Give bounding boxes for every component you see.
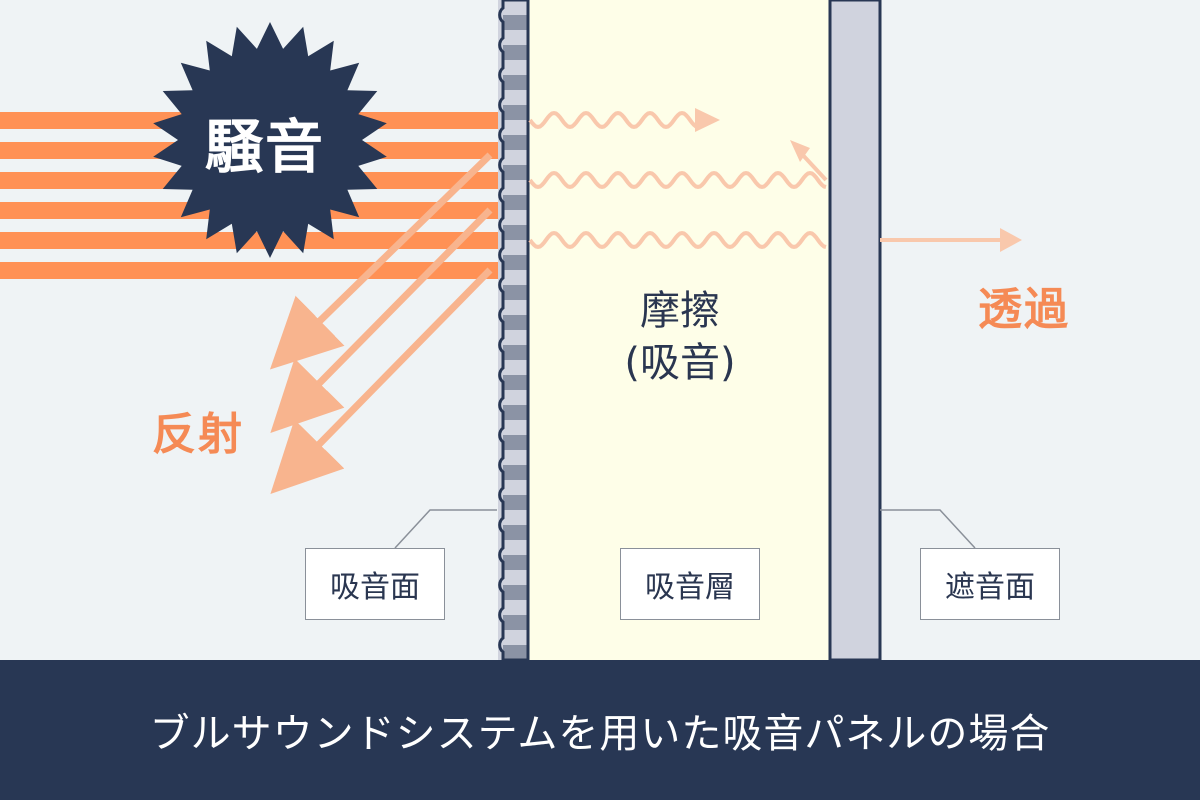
surface-stripe (503, 555, 528, 570)
sound-wave (528, 110, 701, 130)
friction-label: 摩擦 (吸音) (600, 285, 760, 389)
reflection-arrow (270, 267, 493, 494)
surface-stripe (503, 285, 528, 300)
reflection-label: 反射 (152, 409, 244, 460)
footer-caption: ブルサウンドシステムを用いた吸音パネルの場合 (149, 711, 1051, 757)
reflection-arrow (269, 152, 493, 370)
transmission-arrowhead (1000, 228, 1022, 252)
absorbing-layer-label: 吸音層 (620, 548, 760, 620)
surface-stripe (503, 345, 528, 360)
label-leader-lines (394, 509, 976, 549)
wave-arrowhead (695, 108, 720, 132)
leader-absorbing-surface (394, 509, 497, 549)
surface-stripe (503, 195, 528, 210)
surface-ridge-outline (498, 0, 528, 662)
transmission-label: 透過 (978, 284, 1070, 335)
surface-stripe (503, 45, 528, 60)
surface-stripe (503, 315, 528, 330)
friction-label-line2: (吸音) (624, 340, 736, 386)
absorbing-surface-panel (498, 0, 530, 662)
absorbed-sound-waves (528, 108, 828, 250)
surface-stripe (503, 15, 528, 30)
footer-caption-bar: ブルサウンドシステムを用いた吸音パネルの場合 (0, 660, 1200, 800)
surface-stripe (503, 435, 528, 450)
surface-stripe (503, 525, 528, 540)
blocking-surface-label: 遮音面 (920, 548, 1060, 620)
surface-stripe (503, 465, 528, 480)
surface-stripe (503, 255, 528, 270)
sound-wave (528, 230, 827, 250)
blocking-panel (828, 0, 882, 662)
reflection-arrow (270, 207, 493, 433)
absorbing-surface-label: 吸音面 (305, 548, 445, 620)
noise-label: 騒音 (205, 113, 326, 181)
noise-beam (0, 232, 498, 249)
friction-label-line1: 摩擦 (640, 288, 720, 334)
surface-stripe (503, 585, 528, 600)
reflected-beams (269, 152, 493, 494)
surface-stripe (503, 375, 528, 390)
surface-stripe (503, 495, 528, 510)
leader-blocking-surface (880, 509, 976, 549)
surface-stripe (503, 75, 528, 90)
surface-stripe (503, 225, 528, 240)
surface-stripe (503, 135, 528, 150)
surface-stripe (503, 615, 528, 630)
surface-stripe (503, 645, 528, 660)
wave-reflect-arrow (798, 150, 828, 182)
sound-wave (528, 170, 827, 190)
surface-stripe (503, 165, 528, 180)
surface-stripe (503, 405, 528, 420)
surface-stripe (503, 105, 528, 120)
wave-reflect-arrowhead (790, 140, 810, 162)
noise-starburst (153, 22, 387, 258)
